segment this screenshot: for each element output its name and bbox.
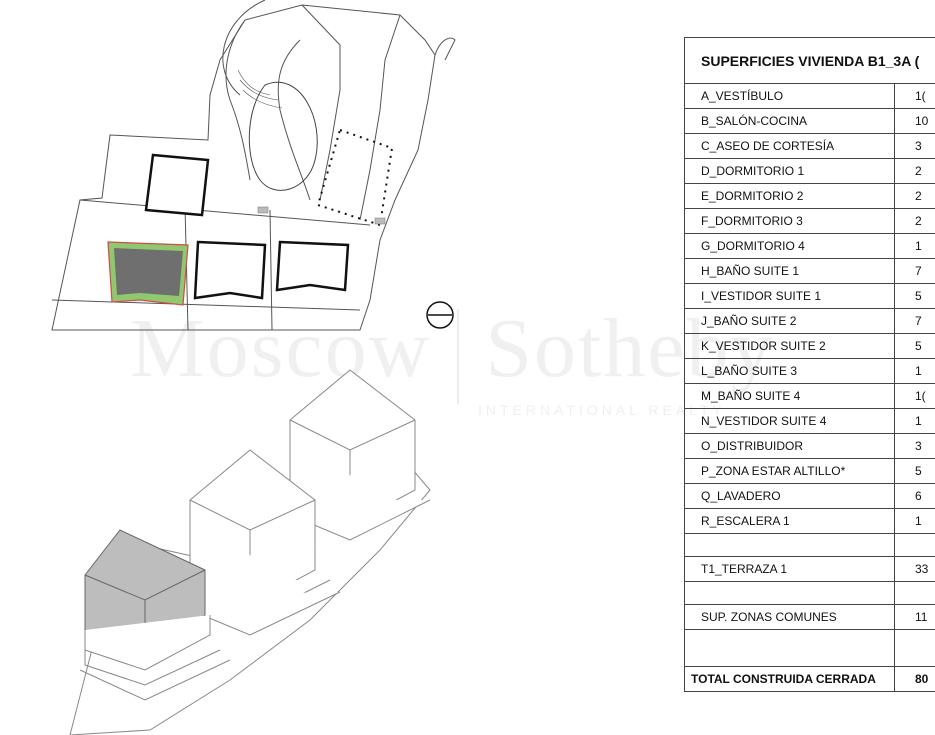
road-edge-2 [277,39,311,201]
area-label: T1_TERRAZA 1 [684,556,895,582]
site-plan [51,0,456,331]
lot-line-4 [79,199,371,226]
area-label: H_BAÑO SUITE 1 [684,258,895,284]
house-footprint-1 [144,153,210,217]
area-value: 3 [894,133,935,159]
lot-line-6 [269,209,273,331]
area-value: 1 [894,358,935,384]
north-symbol [426,301,454,329]
area-value [894,581,935,605]
area-value: 1 [894,408,935,434]
arc [222,0,266,96]
area-value: 2 [894,183,935,209]
watermark-separator [457,309,460,405]
area-label [684,629,895,667]
area-value: 33 [894,556,935,582]
area-value: 10 [894,108,935,134]
area-value: 80 [894,666,935,692]
area-value: 1 [894,233,935,259]
table-spacer-row [684,581,935,605]
area-label: E_DORMITORIO 2 [684,183,895,209]
area-value: 7 [894,258,935,284]
area-label: K_VESTIDOR SUITE 2 [684,333,895,359]
area-label: SUP. ZONAS COMUNES [684,604,895,630]
area-value: 7 [894,308,935,334]
area-value: 2 [894,208,935,234]
house-footprint-4 [275,240,350,292]
area-label: R_ESCALERA 1 [684,508,895,534]
area-value: 5 [894,333,935,359]
house-footprint-3 [193,240,267,300]
area-value [894,533,935,557]
area-value: 1( [894,383,935,409]
area-value: 11 [894,604,935,630]
area-value: 5 [894,283,935,309]
table-row: P_ZONA ESTAR ALTILLO*5 [684,458,935,484]
area-label: J_BAÑO SUITE 2 [684,308,895,334]
house-footprint-highlight [107,241,189,306]
area-label: I_VESTIDOR SUITE 1 [684,283,895,309]
area-label: M_BAÑO SUITE 4 [684,383,895,409]
watermark-brand: Moscow [130,302,432,395]
area-label [684,533,895,557]
area-label: L_BAÑO SUITE 3 [684,358,895,384]
table-spacer-row [684,629,935,667]
house-highlighted [79,529,231,701]
area-label [684,581,895,605]
area-value: 1( [894,83,935,109]
table-spacer-row [684,533,935,557]
area-label: F_DORMITORIO 3 [684,208,895,234]
area-table: SUPERFICIES VIVIENDA B1_3A ( A_VESTÍBULO… [684,37,935,692]
area-label: C_ASEO DE CORTESÍA [684,133,895,159]
dotted-building [316,128,394,227]
area-label: P_ZONA ESTAR ALTILLO* [684,458,895,484]
table-title-row: SUPERFICIES VIVIENDA B1_3A ( [684,37,935,84]
area-value [894,629,935,667]
roundabout [248,82,318,191]
area-label: G_DORMITORIO 4 [684,233,895,259]
watermark-subtitle: INTERNATIONAL REALTY [478,402,726,418]
area-label: O_DISTRIBUIDOR [684,433,895,459]
area-value: 1 [894,508,935,534]
area-value: 6 [894,483,935,509]
area-value: 2 [894,158,935,184]
area-label: D_DORMITORIO 1 [684,158,895,184]
lot-line-1 [301,4,341,201]
area-value: 5 [894,458,935,484]
lot-line-3 [434,37,456,61]
area-label: B_SALÓN-COCINA [684,108,895,134]
area-label: TOTAL CONSTRUIDA CERRADA [684,666,895,692]
lot-line-2 [359,14,401,221]
area-label: Q_LAVADERO [684,483,895,509]
table-title: SUPERFICIES VIVIENDA B1_3A ( [684,37,935,84]
road-edge [225,19,251,181]
area-label: N_VESTIDOR SUITE 4 [684,408,895,434]
area-value: 3 [894,433,935,459]
area-label: A_VESTÍBULO [684,83,895,109]
lot-line-7 [51,299,361,311]
axonometric-view [69,369,431,735]
